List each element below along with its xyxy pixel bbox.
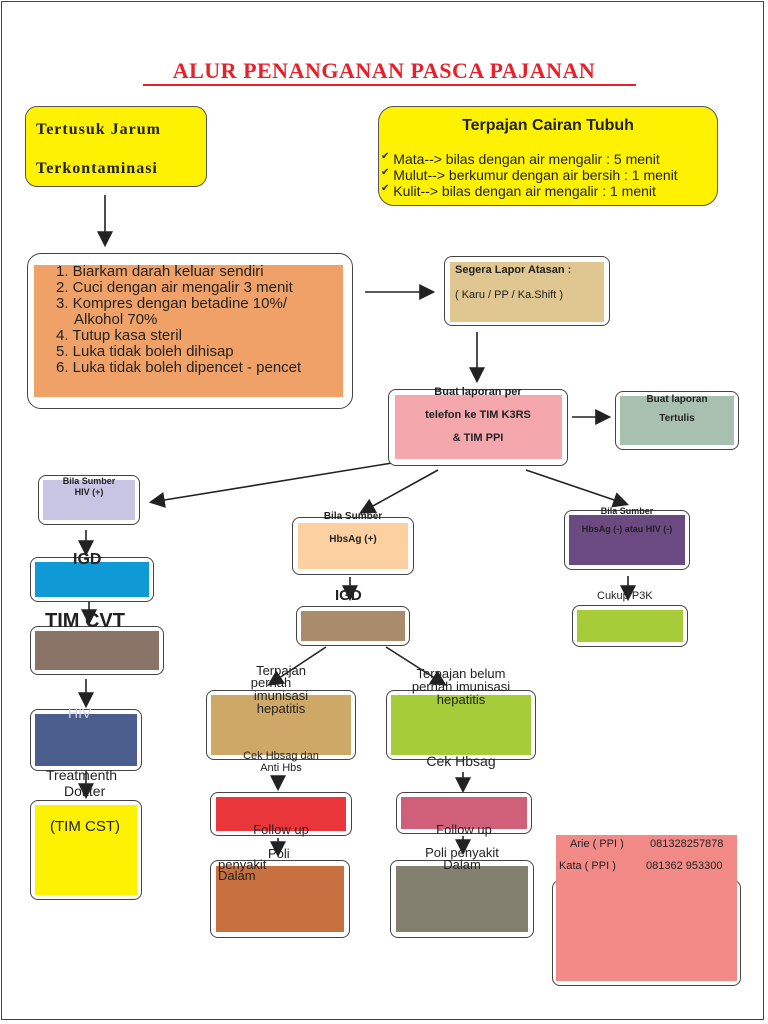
tim-cvt-fill	[35, 631, 159, 670]
arrow-phone-to-hbsag	[359, 469, 439, 514]
immunized-line4: hepatitis	[256, 701, 306, 716]
negative-source-line1: Bila Sumber	[600, 506, 654, 516]
report-superior-line2: ( Karu / PP / Ka.Shift )	[455, 289, 564, 301]
body-fluid-heading: Terpajan Cairan Tubuh	[462, 117, 634, 134]
negative-source-fill	[569, 515, 685, 565]
treatment-line1: Treatmenth	[46, 767, 118, 783]
follow-up-right-label: Follow up	[436, 822, 492, 837]
hbsag-source-line2: HbsAg (+)	[329, 534, 377, 545]
written-report-line1: Buat laporan	[646, 394, 708, 405]
needle-stick-line1: Tertusuk Jarum	[36, 121, 161, 138]
body-fluid-item-skin-text: Kulit--> bilas dengan air mengalir : 1 m…	[393, 183, 656, 199]
contact-2-phone: 081362 953300	[646, 860, 723, 872]
hiv-source-line1: Bila Sumber	[62, 476, 116, 486]
hiv-igd-fill	[35, 562, 149, 597]
needle-stick-box	[25, 106, 207, 187]
report-superior-line1: Segera Lapor Atasan :	[455, 264, 572, 276]
hiv-igd-label: IGD	[73, 551, 102, 568]
step-3: 3. Kompres dengan betadine 10%/	[56, 295, 287, 312]
step-3-cont: Alkohol 70%	[74, 311, 158, 328]
immunized-check-line2: Anti Hbs	[260, 762, 302, 774]
immunized-line3: imunisasi	[253, 688, 309, 703]
not-immunized-line2: pernah imunisasi	[411, 679, 511, 694]
arrow-igd-to-belum	[385, 646, 447, 686]
arrow-phone-to-negative	[525, 469, 630, 508]
hiv-status-fill	[35, 714, 137, 766]
body-fluid-item-eye-text: Mata--> bilas dengan air mengalir : 5 me…	[393, 151, 660, 167]
report-superior-fill	[450, 262, 604, 322]
check-icon: ✔	[381, 183, 390, 194]
body-fluid-item-skin: ✔ Kulit--> bilas dengan air mengalir : 1…	[381, 183, 656, 199]
negative-source-line2: HbsAg (-) atau HIV (-)	[581, 524, 673, 534]
follow-up-left-fill	[216, 797, 346, 831]
follow-up-left-label: Follow up	[253, 822, 309, 837]
poli-right-fill	[396, 866, 528, 932]
contact-1-name: Arie ( PPI )	[570, 838, 624, 850]
not-immunized-fill	[391, 695, 531, 755]
treatment-line2: Dokter	[64, 783, 106, 799]
step-4: 4. Tutup kasa steril	[56, 327, 182, 344]
phone-report-line3: & TIM PPI	[452, 432, 504, 444]
body-fluid-item-mouth: ✔ Mulut--> berkumur dengan air bersih : …	[381, 167, 678, 183]
hbsag-igd-fill	[301, 611, 405, 641]
arrow-igd-to-imun	[267, 646, 327, 686]
title-underline	[143, 84, 636, 86]
page-title: ALUR PENANGANAN PASCA PAJANAN	[172, 58, 596, 83]
p3k-fill	[577, 610, 683, 642]
follow-up-right-fill	[401, 797, 527, 829]
check-icon: ✔	[381, 167, 390, 178]
immunized-fill	[211, 695, 351, 755]
contact-2-name: Kata ( PPI )	[559, 860, 616, 872]
needle-stick-line2: Terkontaminasi	[36, 160, 158, 177]
immunized-line1: Terpajan	[256, 663, 306, 678]
hbsag-igd-label: IGD	[335, 587, 362, 604]
written-report-line2: Tertulis	[659, 413, 695, 424]
immunized-check-line1: Cek Hbsag dan	[243, 750, 319, 762]
tim-cvt-label: TIM CVT	[45, 610, 125, 632]
not-immunized-check: Cek Hbsag	[426, 753, 496, 769]
immunized-line2: pernah	[250, 675, 292, 690]
not-immunized-line3: hepatitis	[436, 692, 486, 707]
body-fluid-box	[378, 106, 718, 206]
poli-left-line1: Poli	[268, 846, 290, 861]
written-report-fill	[620, 396, 734, 445]
poli-right-line2: Dalam	[443, 857, 481, 872]
hiv-source-line2: HIV (+)	[74, 487, 104, 497]
poli-left-line3: Dalam	[218, 868, 256, 883]
poli-left-line2: penyakit	[218, 857, 267, 872]
hiv-source-fill	[43, 480, 135, 520]
step-5: 5. Luka tidak boleh dihisap	[56, 343, 234, 360]
body-fluid-item-mouth-text: Mulut--> berkumur dengan air bersih : 1 …	[393, 167, 678, 183]
treatment-fill	[35, 805, 137, 895]
step-2: 2. Cuci dengan air mengalir 3 menit	[56, 279, 293, 296]
hbsag-source-fill	[298, 523, 408, 569]
poli-right-line1: Poli penyakit	[425, 845, 499, 860]
first-aid-steps-fill	[34, 265, 343, 397]
not-immunized-line1: Terpajan belum	[416, 666, 506, 681]
step-1: 1. Biarkam darah keluar sendiri	[56, 263, 264, 280]
tim-cst-label: (TIM CST)	[50, 818, 120, 835]
contacts-fill	[556, 835, 737, 981]
phone-report-line2: telefon ke TIM K3RS	[425, 409, 531, 421]
check-icon: ✔	[381, 151, 390, 162]
p3k-label: Cukup P3K	[597, 590, 653, 602]
poli-left-fill	[216, 866, 344, 932]
hbsag-source-line1: Bila Sumber	[323, 511, 383, 522]
arrow-phone-to-hiv	[148, 462, 393, 508]
body-fluid-item-eye: ✔ Mata--> bilas dengan air mengalir : 5 …	[381, 151, 660, 167]
phone-report-line1: Buat laporan per	[434, 386, 522, 398]
contact-1-phone: 081328257878	[650, 838, 724, 850]
hiv-status-label: HIV	[68, 705, 92, 721]
phone-report-fill	[395, 395, 562, 459]
step-6: 6. Luka tidak boleh dipencet - pencet	[56, 359, 302, 376]
